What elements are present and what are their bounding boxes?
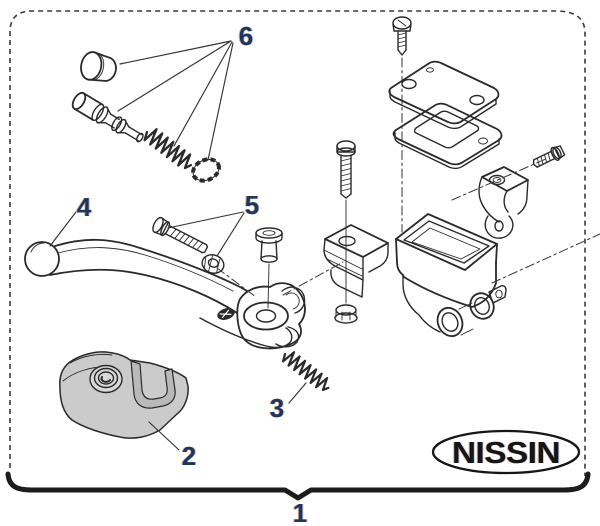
callout-5: 5 bbox=[245, 190, 259, 220]
cover-boss bbox=[89, 364, 123, 394]
master-cylinder-body bbox=[395, 213, 507, 338]
nissin-logo-text: NISSIN bbox=[452, 435, 560, 470]
pivot-bolt bbox=[152, 216, 209, 254]
cover-channel bbox=[130, 360, 176, 409]
cap-screw bbox=[392, 16, 412, 56]
reservoir-cap bbox=[388, 60, 500, 130]
arm-flange-nut bbox=[334, 304, 358, 324]
clamp-screw bbox=[532, 145, 566, 168]
outlet-axis-line bbox=[491, 233, 600, 284]
outlet-port-large bbox=[436, 306, 464, 338]
return-spring bbox=[281, 351, 330, 392]
lever-ball-end bbox=[24, 241, 60, 277]
pivot-nut bbox=[201, 254, 225, 274]
diaphragm-gasket bbox=[392, 102, 503, 170]
callout-6: 6 bbox=[239, 21, 253, 51]
lever-perch bbox=[236, 282, 306, 350]
callout-4: 4 bbox=[77, 192, 92, 222]
mirror-clevis-tab bbox=[488, 285, 507, 304]
leader-line-5 bbox=[167, 211, 245, 257]
handlebar-clamp bbox=[478, 166, 529, 239]
leader-line-3 bbox=[288, 382, 307, 404]
brake-lever: 4 bbox=[24, 192, 306, 350]
nissin-logo: NISSIN bbox=[431, 429, 581, 475]
diagram-border bbox=[9, 10, 586, 476]
piston-boot-cap bbox=[80, 51, 117, 82]
callout-2: 2 bbox=[182, 441, 196, 471]
leader-line-6 bbox=[117, 40, 234, 161]
leader-line-2 bbox=[148, 421, 180, 451]
callout-3: 3 bbox=[270, 393, 284, 423]
clamp-screw-axis-line bbox=[451, 157, 549, 201]
pivot-bolt-group: 5 bbox=[152, 190, 283, 309]
lever-axis-line bbox=[216, 261, 344, 298]
boot-axis-line bbox=[267, 263, 270, 309]
piston-kit-group: 6 bbox=[71, 21, 253, 183]
pivot-boot bbox=[255, 227, 283, 309]
assembly-bracket-group: 1 bbox=[5, 471, 591, 526]
lever-cover: 2 bbox=[59, 351, 196, 471]
callout-1: 1 bbox=[293, 498, 307, 526]
lever-slot-hole bbox=[217, 308, 235, 320]
clamp-bolt bbox=[336, 140, 356, 199]
outlet-port-small bbox=[469, 292, 495, 320]
circlip bbox=[191, 157, 221, 183]
master-piston bbox=[71, 91, 144, 143]
leader-line-4 bbox=[49, 211, 77, 247]
master-cylinder-assembly bbox=[216, 16, 600, 338]
assembly-bracket bbox=[5, 471, 591, 501]
lever-hook bbox=[281, 286, 306, 314]
piston-spring bbox=[143, 128, 193, 170]
pivot-washer bbox=[243, 301, 289, 331]
return-spring-group: 3 bbox=[270, 351, 330, 423]
lever-mount-arm bbox=[323, 224, 389, 298]
